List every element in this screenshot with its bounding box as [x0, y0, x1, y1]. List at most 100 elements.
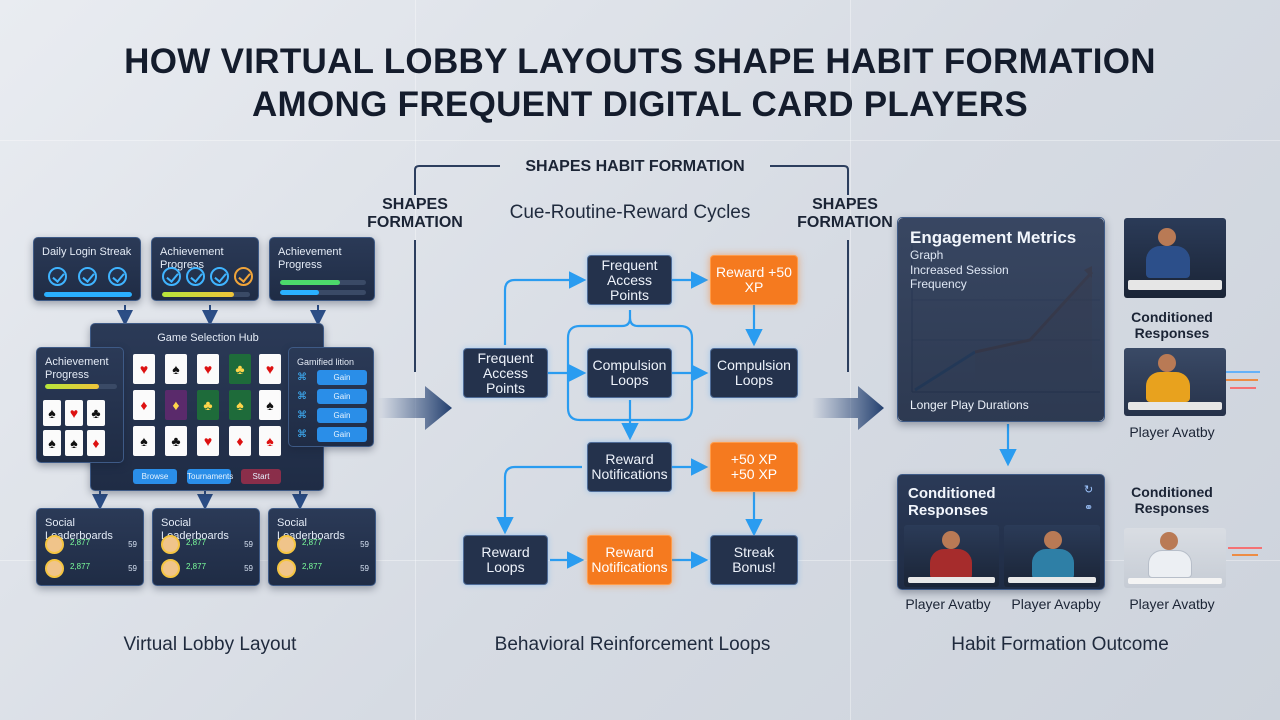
card-icon: ♠ [43, 430, 61, 456]
card-icon[interactable]: ♥ [133, 354, 155, 384]
player-photo-mid [1124, 348, 1226, 416]
gamified-title: Gamified lition [297, 357, 355, 367]
check-icon [78, 267, 97, 286]
engagement-metrics-panel[interactable]: Engagement Metrics Graph Increased Sessi… [897, 217, 1105, 422]
card-icon: ♠ [65, 430, 83, 456]
big-arrow-right [812, 386, 884, 430]
card-icon[interactable]: ♣ [229, 354, 251, 384]
gamified-panel[interactable]: Gamified lition ⌘ Gain ⌘ Gain ⌘ Gain ⌘ G… [288, 347, 374, 447]
gain-button-2[interactable]: Gain [317, 389, 367, 404]
player-photo-top [1124, 218, 1226, 298]
browse-button[interactable]: Browse [133, 469, 177, 484]
avatar [45, 535, 64, 554]
card-icon: ♣ [87, 400, 105, 426]
daily-login-streak-title: Daily Login Streak [42, 246, 132, 258]
player-photo-bottom [1124, 528, 1226, 588]
bracket-label: SHAPES HABIT FORMATION [525, 158, 745, 175]
card-icon[interactable]: ♠ [259, 390, 281, 420]
avatar [161, 559, 180, 578]
card-icon[interactable]: ♠ [259, 426, 281, 456]
gamepad-icon: ⌘ [297, 429, 307, 440]
achievement-progress-title: Achievement Progress [278, 246, 342, 271]
card-icon[interactable]: ♠ [133, 426, 155, 456]
player-photo [1004, 525, 1100, 587]
node-xp-right[interactable]: +50 XP +50 XP [710, 442, 798, 492]
achievement-progress-bar [162, 292, 250, 297]
node-reward-notifications-mid[interactable]: Reward Notifications [587, 442, 672, 492]
check-icon [108, 267, 127, 286]
hub-achievement-title: Achievement Progress [45, 356, 109, 381]
card-icon[interactable]: ♠ [229, 390, 251, 420]
avatar [277, 535, 296, 554]
hub-title: Game Selection Hub [157, 332, 259, 344]
card-icon[interactable]: ♦ [229, 426, 251, 456]
card-icon[interactable]: ♠ [165, 354, 187, 384]
node-reward-notifications-bottom[interactable]: Reward Notifications [587, 535, 672, 585]
avatar [45, 559, 64, 578]
bracket-line [414, 165, 500, 195]
achievement-progress-panel-2[interactable]: Achievement Progress [269, 237, 375, 301]
card-icon[interactable]: ♦ [165, 390, 187, 420]
conditioned-responses-title: Conditioned Responses [908, 485, 996, 519]
refresh-icon: ↻ [1084, 484, 1094, 496]
node-reward-xp-top[interactable]: Reward +50 XP [710, 255, 798, 305]
engagement-metrics-sub2: Increased Session Frequency [910, 263, 1009, 291]
daily-login-streak-panel[interactable]: Daily Login Streak [33, 237, 141, 301]
start-button[interactable]: Start [241, 469, 281, 484]
gamepad-icon: ⌘ [297, 391, 307, 402]
title-line-1: HOW VIRTUAL LOBBY LAYOUTS SHAPE HABIT FO… [124, 42, 1156, 81]
streak-progress-bar [44, 292, 132, 297]
node-frequent-access-top[interactable]: Frequent Access Points [587, 255, 672, 305]
gain-button-3[interactable]: Gain [317, 408, 367, 423]
player-avatar-label-2: Player Avapby [1011, 596, 1101, 612]
tournaments-button[interactable]: Tournaments [187, 469, 233, 484]
conditioned-responses-label-bottom: Conditioned Responses [1131, 484, 1213, 516]
gamepad-icon: ⌘ [297, 372, 307, 383]
conditioned-responses-label-top: Conditioned Responses [1131, 309, 1213, 341]
achievement-progress-bar [45, 384, 117, 389]
node-compulsion-right[interactable]: Compulsion Loops [710, 348, 798, 398]
card-icon: ♠ [43, 400, 61, 426]
player-avatar-label-bottom: Player Avatby [1129, 596, 1215, 612]
card-icon[interactable]: ♥ [197, 426, 219, 456]
achievement-progress-panel-1[interactable]: Achievement Progress [151, 237, 259, 301]
node-streak-bonus[interactable]: Streak Bonus! [710, 535, 798, 585]
card-grid[interactable]: ♥ ♠ ♥ ♣ ♥ ♦ ♦ ♣ ♠ ♠ ♠ ♣ ♥ ♦ ♠ [129, 352, 281, 460]
lobby-caption: Virtual Lobby Layout [123, 634, 297, 655]
avatar [277, 559, 296, 578]
player-photo [904, 525, 999, 587]
card-icon: ♥ [65, 400, 83, 426]
node-compulsion-mid[interactable]: Compulsion Loops [587, 348, 672, 398]
game-selection-hub[interactable]: Game Selection Hub ♥ ♠ ♥ ♣ ♥ ♦ ♦ ♣ ♠ ♠ ♠… [90, 323, 324, 491]
player-avatar-label-1: Player Avatby [905, 596, 991, 612]
gain-button-1[interactable]: Gain [317, 370, 367, 385]
shapes-formation-left: SHAPES FORMATION [367, 196, 463, 231]
shapes-formation-right: SHAPES FORMATION [797, 196, 893, 231]
node-reward-loops[interactable]: Reward Loops [463, 535, 548, 585]
conditioned-responses-panel[interactable]: Conditioned Responses ↻ ⚭ [897, 474, 1105, 590]
card-icon[interactable]: ♦ [133, 390, 155, 420]
node-frequent-access-left[interactable]: Frequent Access Points [463, 348, 548, 398]
card-icon[interactable]: ♥ [197, 354, 219, 384]
check-icon [234, 267, 253, 286]
page-title: HOW VIRTUAL LOBBY LAYOUTS SHAPE HABIT FO… [0, 40, 1280, 126]
gain-button-4[interactable]: Gain [317, 427, 367, 442]
card-icon[interactable]: ♥ [259, 354, 281, 384]
card-icon[interactable]: ♣ [165, 426, 187, 456]
title-line-2: AMONG FREQUENT DIGITAL CARD PLAYERS [251, 85, 1028, 124]
hub-achievement-progress-panel[interactable]: Achievement Progress ♠ ♥ ♣ ♠ ♠ ♦ [36, 347, 124, 463]
achievement-progress-bar [280, 290, 366, 295]
link-icon: ⚭ [1084, 502, 1094, 514]
check-icon [162, 267, 181, 286]
gamepad-icon: ⌘ [297, 410, 307, 421]
card-icon[interactable]: ♣ [197, 390, 219, 420]
